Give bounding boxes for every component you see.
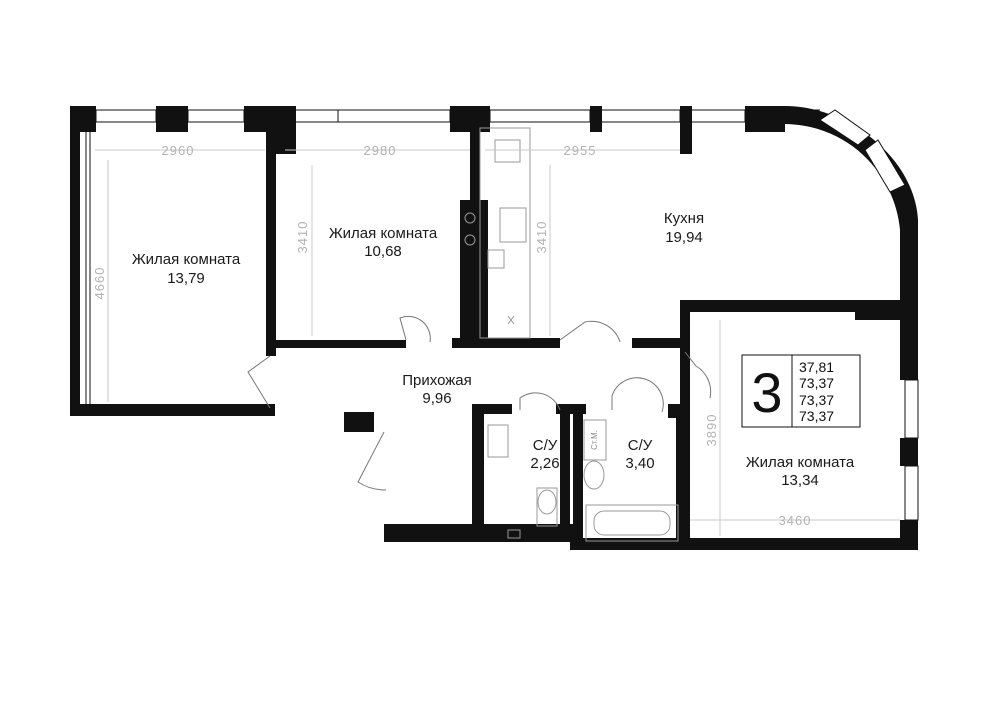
dim-room1-height: 4660 (92, 267, 107, 300)
bathroom-fixtures (487, 419, 679, 542)
room-3-area: 13,34 (781, 472, 819, 489)
badge-area-2: 73,37 (799, 375, 834, 391)
room-2-name: Жилая комната (329, 225, 438, 242)
riser-label: Ст.М. (590, 430, 599, 450)
apartment-badge: 3 37,81 73,37 73,37 73,37 (741, 354, 861, 428)
room-1-name: Жилая комната (132, 251, 241, 268)
badge-area-3: 73,37 (799, 392, 834, 408)
room-1-area: 13,79 (167, 270, 205, 287)
doors (247, 315, 712, 491)
kitchen-area: 19,94 (665, 229, 703, 246)
bathroom-1-area: 2,26 (530, 455, 559, 472)
dim-room3-height: 3890 (704, 414, 719, 447)
bathroom-2-name: С/У (628, 437, 653, 454)
windows-north (95, 109, 746, 123)
bathroom-2-area: 3,40 (625, 455, 654, 472)
kitchen-name: Кухня (664, 210, 704, 227)
dim-room2-width: 2980 (364, 143, 397, 158)
dim-kitchen-height: 3410 (534, 221, 549, 254)
dimension-lines (95, 149, 900, 536)
room-3-name: Жилая комната (746, 454, 855, 471)
dim-room3-width: 3460 (779, 513, 812, 528)
badge-rooms-count: 3 (751, 361, 782, 424)
dim-room1-width: 2960 (162, 143, 195, 158)
dim-room2-height: 3410 (295, 221, 310, 254)
badge-area-4: 73,37 (799, 408, 834, 424)
windows-east (819, 109, 919, 521)
dim-kitchen-width: 2955 (564, 143, 597, 158)
hall-area: 9,96 (422, 390, 451, 407)
hall-name: Прихожая (402, 372, 472, 389)
room-2-area: 10,68 (364, 243, 402, 260)
kitchen-fixtures (464, 127, 531, 339)
badge-area-1: 37,81 (799, 359, 834, 375)
bathroom-1-name: С/У (533, 437, 558, 454)
